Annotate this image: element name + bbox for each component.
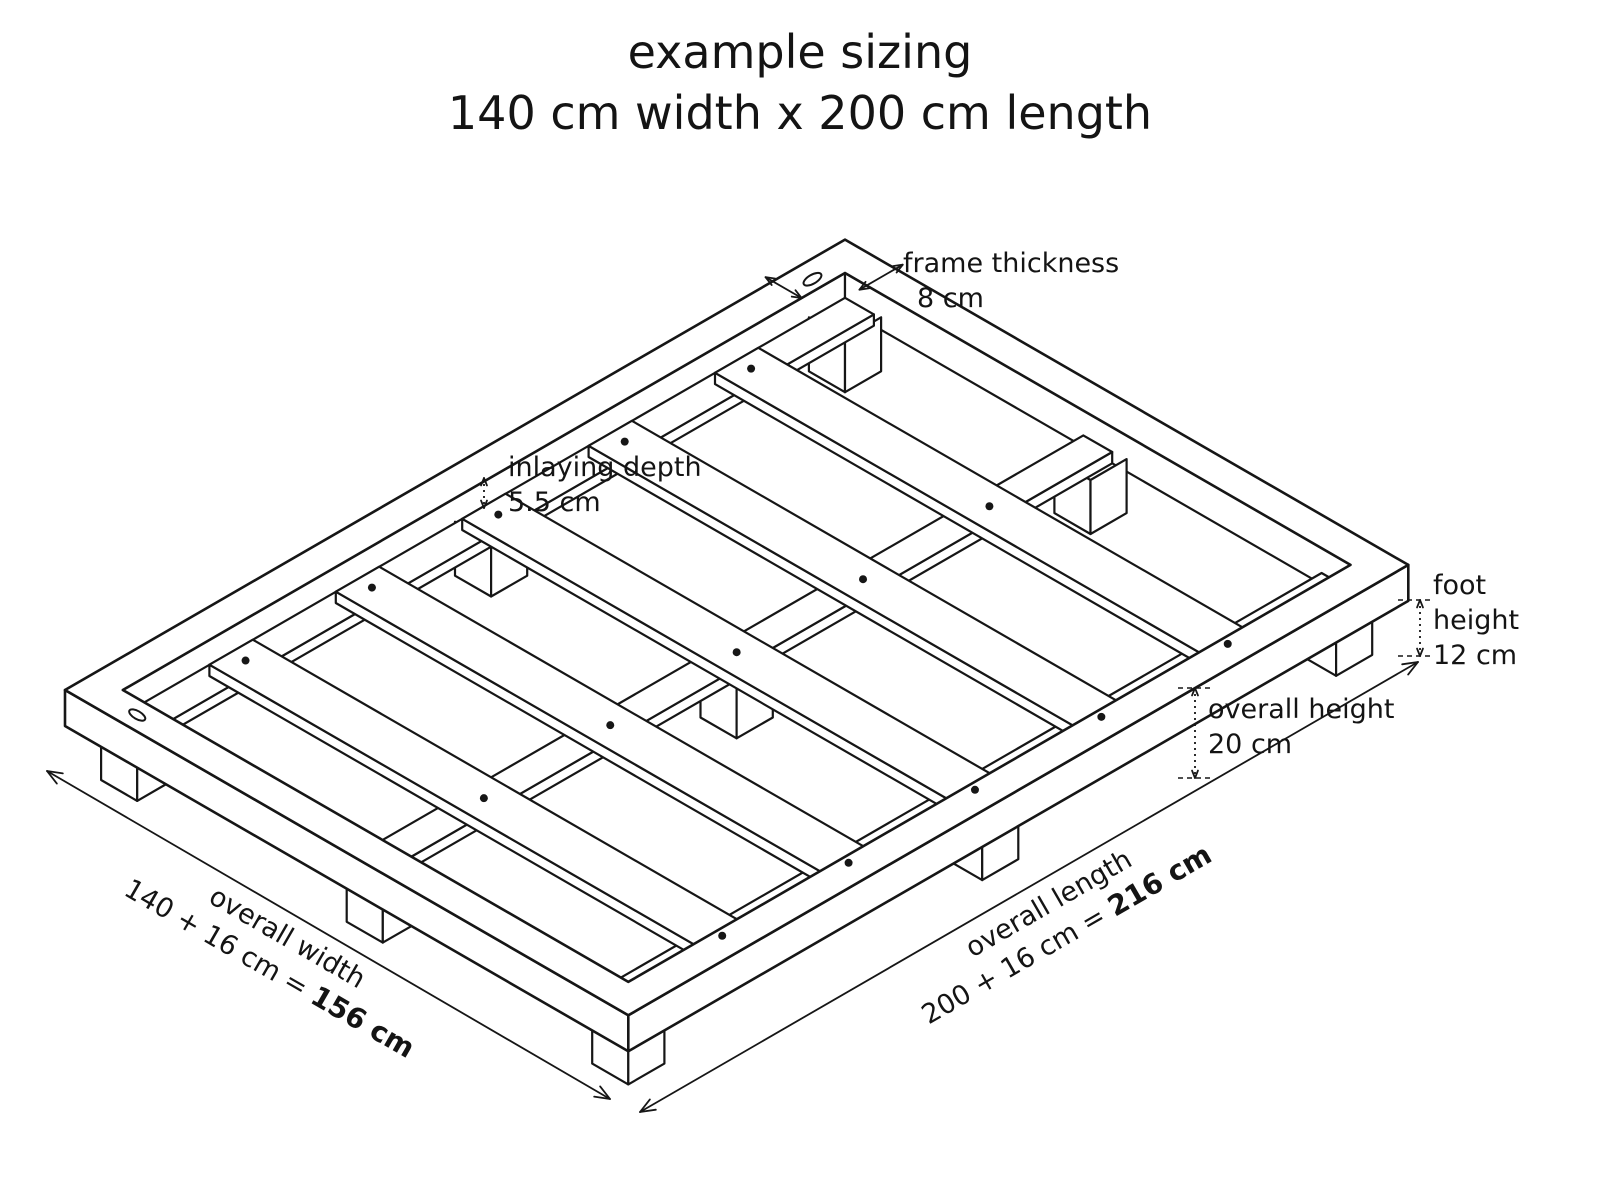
foot-height-label: foot height 12 cm (1433, 568, 1519, 673)
diagram-title: example sizing 140 cm width x 200 cm len… (0, 22, 1600, 143)
inlaying-depth-label: inlaying depth 5.5 cm (508, 450, 702, 520)
foot-height-name-line2: height (1433, 605, 1520, 637)
inlaying-depth-name: inlaying depth (508, 452, 702, 483)
foot-height-value: 12 cm (1433, 640, 1518, 672)
frame-thickness-label: frame thickness 8 cm (903, 246, 1119, 316)
overall-height-label: overall height 20 cm (1208, 692, 1394, 762)
frame-thickness-name: frame thickness (903, 248, 1120, 279)
dimension-arrows (46, 263, 1432, 1113)
diagram-title-line2: 140 cm width x 200 cm length (447, 85, 1153, 140)
diagram-title-line1: example sizing (627, 25, 973, 79)
inlaying-depth-value: 5.5 cm (508, 487, 601, 519)
overall-height-value: 20 cm (1208, 729, 1293, 761)
overall-height-name: overall height (1208, 694, 1395, 725)
frame-thickness-value: 8 cm (917, 283, 984, 315)
foot-height-name-line1: foot (1433, 570, 1487, 601)
frame-rim (63, 238, 1410, 1053)
wood-details (128, 271, 1232, 940)
